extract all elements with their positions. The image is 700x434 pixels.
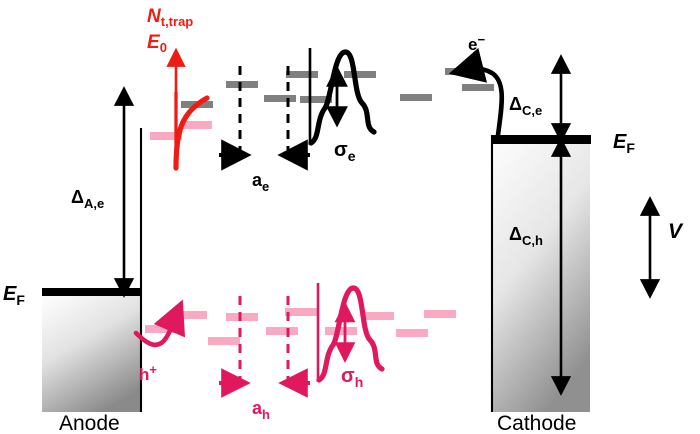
electron-state-9 [462,84,494,91]
cathode-electrode [490,135,591,412]
hole-state-3 [208,337,240,345]
hopping-distance-electron-group [219,66,310,171]
delta-Ce-label: ΔC,e [509,94,542,118]
trap-distribution-group [166,47,210,171]
electron-state-3 [264,95,296,102]
hole-state-7 [325,327,357,335]
cathode-label: Cathode [497,412,576,434]
electron-injection-arrow-group [448,47,505,138]
hole-state-5 [266,327,298,335]
sigma-h-label: σh [341,365,363,390]
hole-label: h+ [139,362,157,384]
a-e-label: ae [252,170,269,194]
anode-label: Anode [59,412,120,434]
electron-state-5 [300,96,332,103]
hole-state-6 [285,308,317,316]
electron-label: e− [468,32,485,54]
a-h-label: ah [252,398,270,422]
trap-energy-label: E0 [147,32,167,55]
anode-electrode [42,128,143,412]
hole-state-2 [175,311,207,319]
trap-exponential-curve [173,95,210,171]
fermi-level-label-cathode: EF [613,131,635,156]
delta-Ch-label: ΔC,h [509,224,543,248]
delta-Ae-label: ΔA,e [71,187,104,211]
sigma-e-label: σe [334,139,356,164]
electron-state-6 [344,71,376,78]
hole-state-4 [226,313,258,321]
electron-state-2 [226,81,258,88]
electron-state-4 [286,71,318,78]
cathode-body [493,143,590,412]
cathode-fermi-level-bar [492,135,591,144]
trap-density-label: Nt,trap [147,6,193,29]
sigma-h-gaussian-curve [316,285,385,383]
anode-fermi-level-bar [42,288,141,296]
electron-state-7 [400,94,432,101]
hole-injection-arrow-group [133,299,186,348]
gaussian-dos-electron-group [308,48,377,146]
anode-body [42,296,140,412]
hole-state-trap-2 [180,121,212,129]
hole-state-8 [362,312,394,320]
hole-injection-arrow [133,299,186,348]
hole-state-10 [424,310,456,318]
hole-state-trap-1 [150,132,182,140]
voltage-label: V [668,220,684,243]
electron-injection-arrow [448,47,505,138]
hole-state-9 [396,329,428,337]
sigma-e-gaussian-curve [308,49,377,146]
barrier-arrows [113,54,661,396]
gaussian-dos-hole-group [316,283,385,383]
hopping-distance-hole-group [219,296,310,398]
fermi-level-label-anode: EF [3,283,25,308]
